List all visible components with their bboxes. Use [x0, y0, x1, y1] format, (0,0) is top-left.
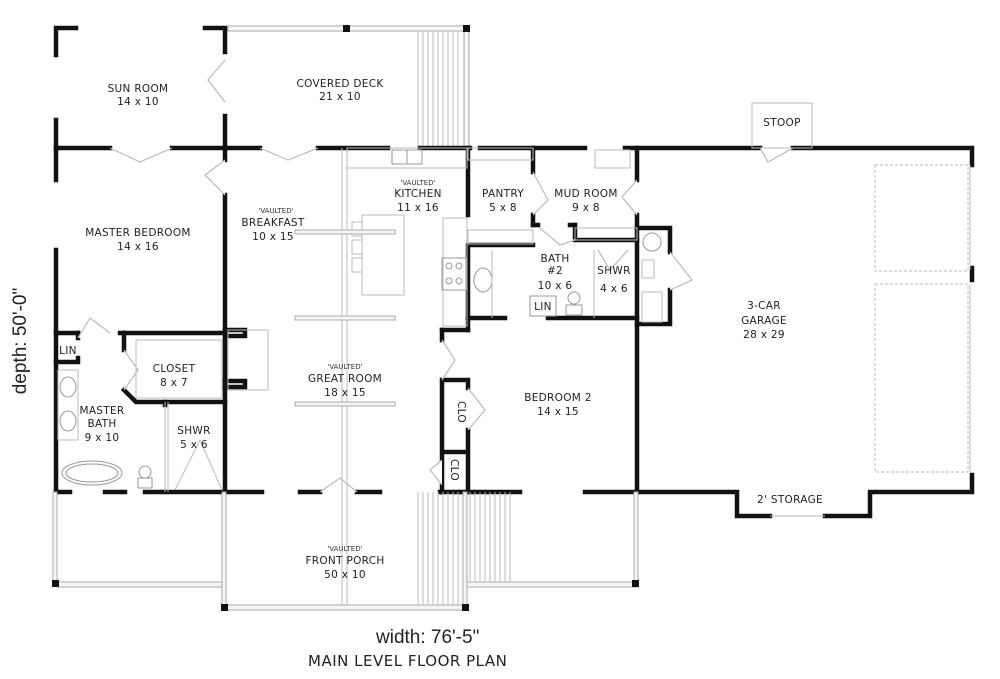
master-bath-fixtures — [57, 329, 269, 492]
bedroom2-size: 14 x 15 — [537, 406, 579, 418]
kitchen-size: 11 x 16 — [397, 202, 439, 214]
mud-room-size: 9 x 8 — [572, 202, 600, 214]
closet-size: 8 x 7 — [160, 377, 188, 389]
covered-deck-size: 21 x 10 — [319, 91, 361, 103]
room-labels: SUN ROOM 14 x 10 COVERED DECK 21 x 10 MA… — [59, 78, 823, 581]
doors — [77, 59, 794, 493]
bath2-number: #2 — [547, 265, 563, 277]
master-bath-size: 9 x 10 — [85, 432, 120, 444]
bedroom2-closet-label: CLO — [455, 401, 467, 423]
shelving — [467, 147, 638, 245]
closet-name: CLOSET — [153, 363, 196, 375]
depth-dimension: depth: 50'-0" — [10, 287, 31, 395]
stoop-label: STOOP — [763, 117, 800, 129]
breakfast-name: BREAKFAST — [241, 217, 305, 229]
front-porch-name: FRONT PORCH — [305, 555, 384, 567]
mud-room-name: MUD ROOM — [554, 188, 617, 200]
bath2-shower-name: SHWR — [597, 265, 630, 277]
coat-closet-label: CLO — [448, 459, 460, 481]
great-room-name: GREAT ROOM — [308, 373, 382, 385]
bath2-name: BATH — [540, 253, 569, 265]
bath2-fixtures — [473, 232, 663, 323]
sun-room-size: 14 x 10 — [117, 96, 159, 108]
bath2-shower-size: 4 x 6 — [600, 283, 628, 295]
plan-title: MAIN LEVEL FLOOR PLAN — [308, 652, 508, 670]
master-bath-name: MASTER — [79, 405, 124, 417]
front-porch-note: 'VAULTED' — [327, 545, 362, 553]
bath2-size: 10 x 6 — [538, 280, 573, 292]
breakfast-size: 10 x 15 — [252, 231, 294, 243]
front-porch-size: 50 x 10 — [324, 569, 366, 581]
bedroom2-name: BEDROOM 2 — [524, 392, 592, 404]
stoop-outline — [751, 102, 813, 149]
pantry-name: PANTRY — [482, 188, 524, 200]
pantry-size: 5 x 8 — [489, 202, 517, 214]
front-porch-structure — [52, 491, 639, 611]
master-bath-name-2: BATH — [87, 418, 116, 430]
bath2-linen: LIN — [534, 301, 552, 313]
breakfast-note: 'VAULTED' — [258, 207, 293, 215]
kitchen-name: KITCHEN — [394, 188, 442, 200]
garage-name-2: GARAGE — [741, 315, 787, 327]
kitchen-note: 'VAULTED' — [400, 179, 435, 187]
master-bedroom-name: MASTER BEDROOM — [85, 227, 191, 239]
great-room-note: 'VAULTED' — [327, 363, 362, 371]
master-shower-name: SHWR — [177, 425, 210, 437]
master-bedroom-size: 14 x 16 — [117, 241, 159, 253]
master-linen-label: LIN — [59, 345, 77, 357]
garage-doors — [770, 164, 971, 517]
width-dimension: width: 76'-5" — [376, 627, 480, 648]
garage-size: 28 x 29 — [743, 329, 785, 341]
covered-deck-name: COVERED DECK — [296, 78, 384, 90]
garage-name: 3-CAR — [747, 300, 781, 312]
kitchen-fixtures — [294, 147, 468, 605]
garage-storage-label: 2' STORAGE — [757, 494, 823, 506]
covered-deck-structure — [227, 25, 470, 149]
sun-room-name: SUN ROOM — [108, 83, 169, 95]
great-room-size: 18 x 15 — [324, 387, 366, 399]
master-shower-size: 5 x 6 — [180, 439, 208, 451]
